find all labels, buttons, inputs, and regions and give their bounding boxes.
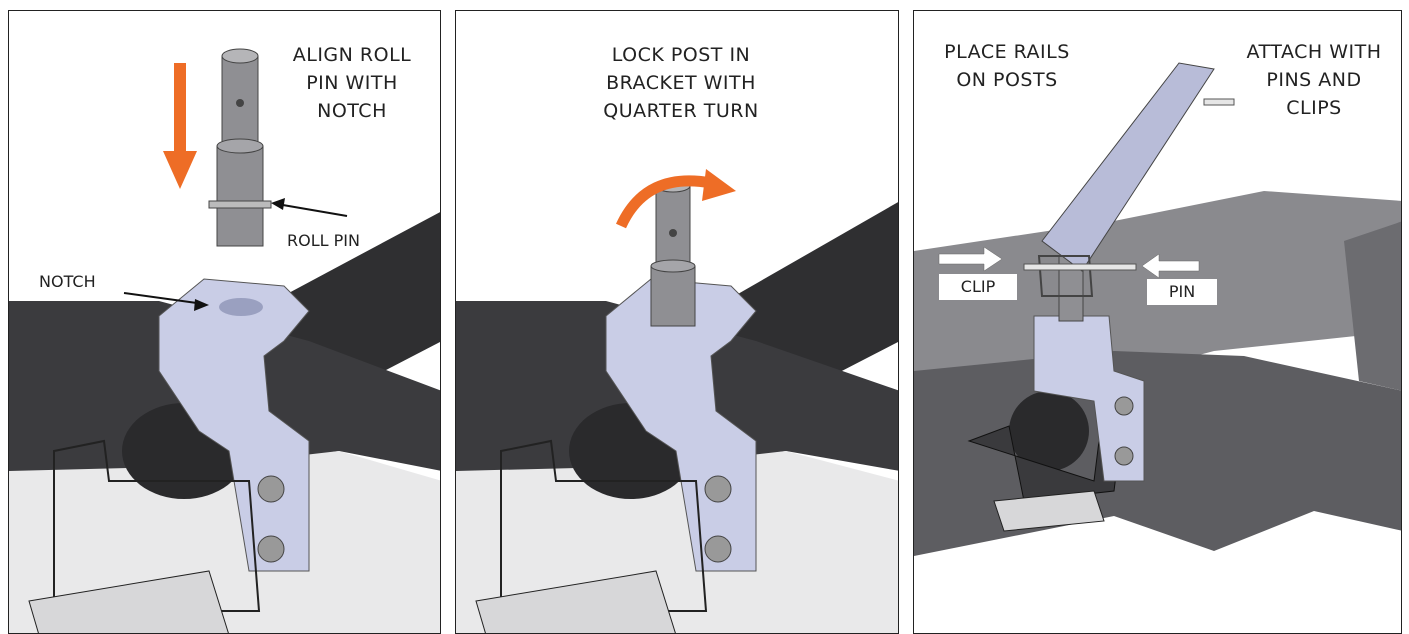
step-3-illustration bbox=[914, 62, 1401, 556]
frame-rail bbox=[914, 351, 1401, 556]
post-upper bbox=[655, 185, 691, 267]
spring-seat bbox=[28, 570, 229, 633]
notch-pointer bbox=[123, 292, 205, 305]
step-1-panel: ALIGN ROLL PIN WITH NOTCH ROLL PIN NOTCH bbox=[8, 10, 441, 634]
post-collar bbox=[216, 138, 264, 154]
caption-line: LOCK POST IN bbox=[611, 44, 751, 66]
step-2-illustration bbox=[456, 169, 898, 633]
pin-arrow-icon bbox=[1141, 253, 1200, 279]
bolt-lower bbox=[1114, 446, 1134, 466]
step-1-illustration bbox=[9, 48, 440, 633]
quarter-turn-arc bbox=[615, 175, 712, 229]
down-arrow-icon bbox=[163, 63, 197, 189]
rail-tube bbox=[1041, 62, 1215, 272]
side-rail bbox=[1344, 221, 1401, 391]
caption-line: ON POSTS bbox=[956, 69, 1058, 91]
caption-line: QUARTER TURN bbox=[603, 100, 759, 122]
caption-line: PLACE RAILS bbox=[944, 41, 1070, 63]
axle-hub bbox=[1009, 391, 1089, 471]
caption-line: ATTACH WITH bbox=[1246, 41, 1382, 63]
post-hole bbox=[669, 229, 677, 237]
roll-pin-shape bbox=[208, 200, 272, 209]
caption-line: PINS AND bbox=[1266, 69, 1362, 91]
bolt-upper bbox=[1114, 396, 1134, 416]
roll-pin-label: ROLL PIN bbox=[287, 231, 360, 250]
caption-line: CLIPS bbox=[1286, 97, 1342, 119]
rail-end bbox=[1037, 255, 1094, 297]
step-2-caption: LOCK POST IN BRACKET WITH QUARTER TURN bbox=[576, 41, 786, 125]
post-hole bbox=[236, 99, 244, 107]
spring-seat bbox=[475, 570, 676, 633]
caption-line: ALIGN ROLL bbox=[292, 44, 412, 66]
caption-line: NOTCH bbox=[317, 100, 387, 122]
post-lower bbox=[216, 145, 264, 247]
post-lower bbox=[650, 265, 696, 327]
bracket-hole bbox=[219, 298, 263, 316]
pin-label: PIN bbox=[1147, 279, 1217, 305]
clip-arrow-icon bbox=[938, 246, 1003, 272]
roll-pin-arrow-icon bbox=[271, 198, 285, 210]
caption-line: BRACKET WITH bbox=[606, 72, 756, 94]
bolt-lower bbox=[704, 535, 732, 563]
step-3-caption-right: ATTACH WITH PINS AND CLIPS bbox=[1234, 38, 1394, 122]
step-2-panel: LOCK POST IN BRACKET WITH QUARTER TURN bbox=[455, 10, 899, 634]
roll-pin-pointer bbox=[276, 203, 348, 217]
notch-label: NOTCH bbox=[39, 272, 96, 291]
rotate-arrow-icon bbox=[702, 169, 736, 201]
clip-label: CLIP bbox=[939, 274, 1017, 300]
step-3-caption-left: PLACE RAILS ON POSTS bbox=[932, 38, 1082, 94]
spring-seat bbox=[993, 490, 1105, 532]
post-top bbox=[221, 48, 259, 64]
pin-shape bbox=[1023, 263, 1137, 271]
caption-line: PIN WITH bbox=[306, 72, 398, 94]
step-1-caption: ALIGN ROLL PIN WITH NOTCH bbox=[277, 41, 427, 125]
notch-arrow-icon bbox=[194, 299, 209, 311]
bracket bbox=[1033, 315, 1145, 482]
bolt-upper bbox=[257, 475, 285, 503]
pin-shape-top bbox=[1203, 98, 1235, 106]
step-3-panel: PLACE RAILS ON POSTS ATTACH WITH PINS AN… bbox=[913, 10, 1402, 634]
bolt-lower bbox=[257, 535, 285, 563]
bolt-upper bbox=[704, 475, 732, 503]
post-collar bbox=[650, 259, 696, 273]
